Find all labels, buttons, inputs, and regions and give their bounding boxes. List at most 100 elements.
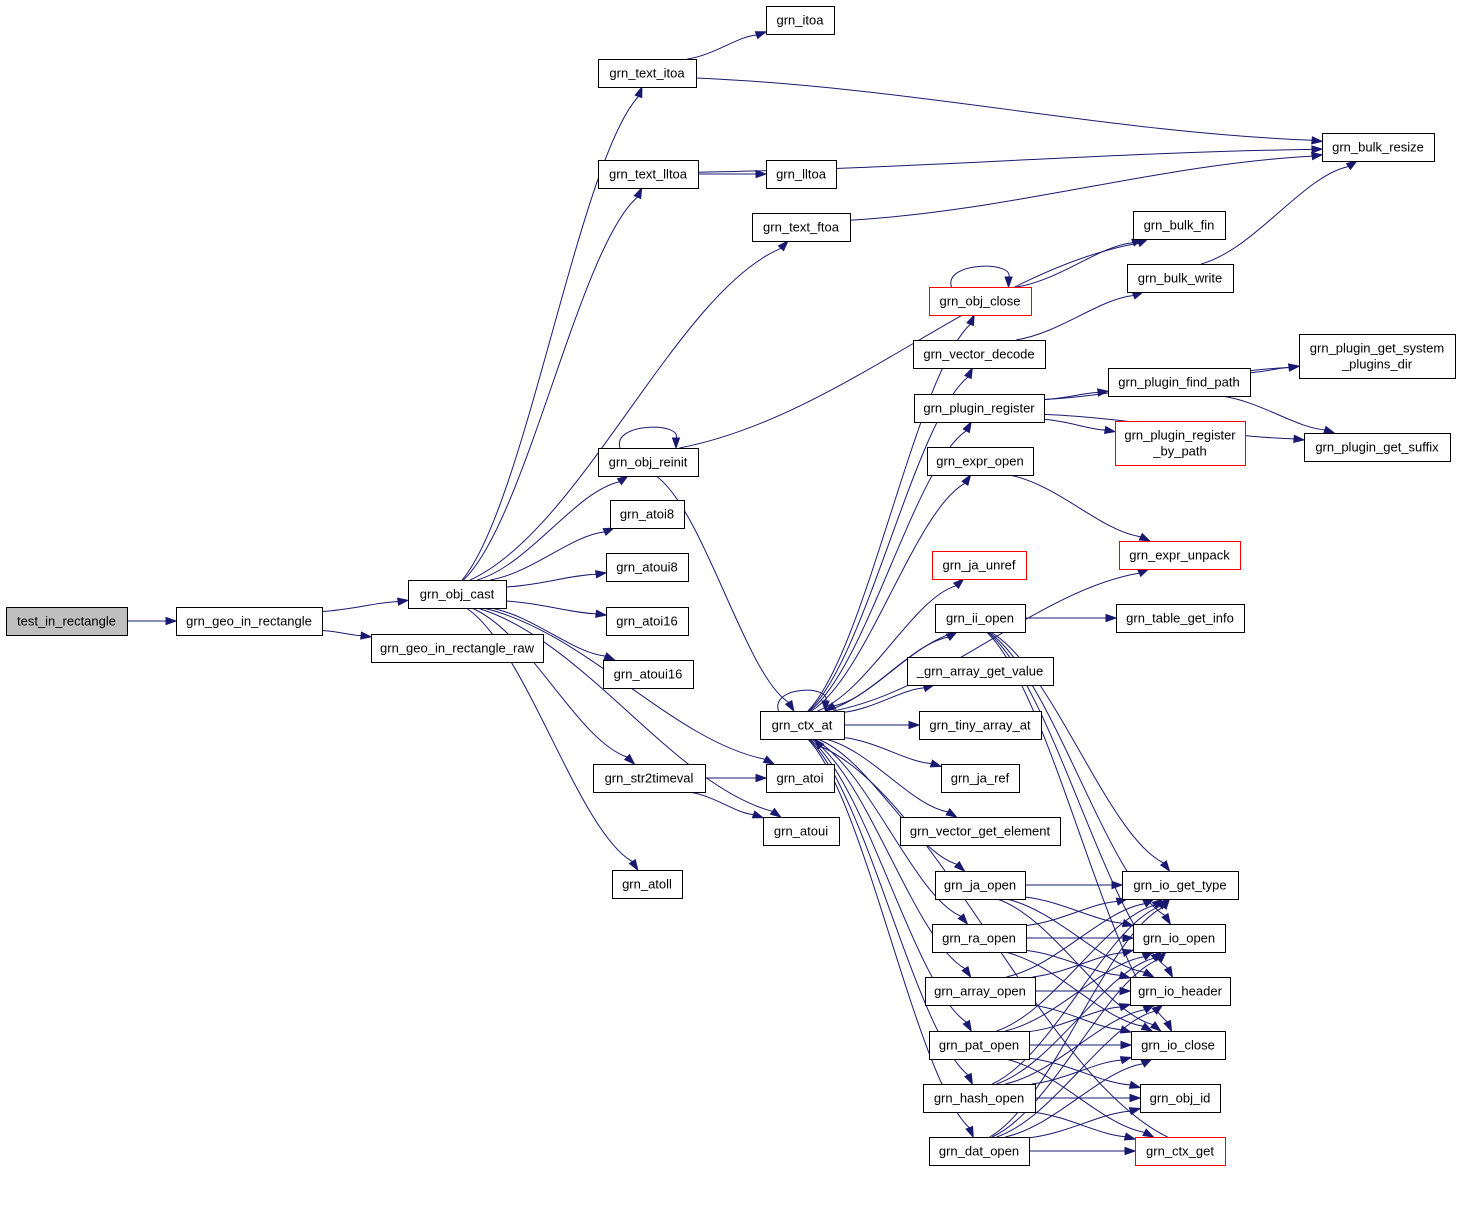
- node-grn_pat_open[interactable]: grn_pat_open: [929, 1031, 1030, 1060]
- node-grn_ja_unref[interactable]: grn_ja_unref: [932, 551, 1027, 580]
- node-box[interactable]: [603, 660, 694, 689]
- node-grn_obj_cast[interactable]: grn_obj_cast: [408, 580, 507, 609]
- node-grn_io_header[interactable]: grn_io_header: [1130, 977, 1231, 1006]
- node-box[interactable]: [927, 447, 1034, 476]
- node-box[interactable]: [176, 607, 323, 636]
- node-box[interactable]: [1133, 211, 1226, 240]
- node-box[interactable]: [913, 340, 1046, 369]
- node-box[interactable]: [941, 764, 1020, 793]
- node-box[interactable]: [929, 1031, 1030, 1060]
- node-grn_expr_open[interactable]: grn_expr_open: [927, 447, 1034, 476]
- node-box[interactable]: [766, 160, 837, 189]
- node-box[interactable]: [1130, 977, 1231, 1006]
- node-grn_geo_in_rectangle[interactable]: grn_geo_in_rectangle: [176, 607, 323, 636]
- node-box[interactable]: [1115, 421, 1246, 466]
- node-grn_obj_reinit[interactable]: grn_obj_reinit: [598, 448, 699, 477]
- node-grn_atoui16[interactable]: grn_atoui16: [603, 660, 694, 689]
- node-box[interactable]: [606, 607, 689, 636]
- node-grn_atoui8[interactable]: grn_atoui8: [606, 553, 689, 582]
- node-box[interactable]: [1108, 368, 1251, 397]
- node-box[interactable]: [371, 634, 544, 663]
- node-box[interactable]: [1322, 133, 1435, 162]
- node-grn_ii_open[interactable]: grn_ii_open: [935, 604, 1026, 633]
- node-grn_tiny_array_at[interactable]: grn_tiny_array_at: [919, 711, 1042, 740]
- node-box[interactable]: [593, 764, 706, 793]
- node-grn_plugin_get_suffix[interactable]: grn_plugin_get_suffix: [1304, 433, 1451, 462]
- node-box[interactable]: [1131, 1031, 1226, 1060]
- node-_grn_array_get_value[interactable]: _grn_array_get_value: [907, 657, 1054, 686]
- node-grn_atoi16[interactable]: grn_atoi16: [606, 607, 689, 636]
- node-grn_array_open[interactable]: grn_array_open: [925, 977, 1036, 1006]
- node-grn_plugin_register[interactable]: grn_plugin_register: [914, 394, 1045, 423]
- node-box[interactable]: [6, 607, 128, 636]
- node-box[interactable]: [752, 213, 851, 242]
- node-grn_plugin_register_by_path[interactable]: grn_plugin_register_by_path: [1115, 421, 1246, 466]
- node-box[interactable]: [929, 287, 1032, 316]
- node-grn_io_close[interactable]: grn_io_close: [1131, 1031, 1226, 1060]
- node-box[interactable]: [919, 711, 1042, 740]
- node-box[interactable]: [408, 580, 507, 609]
- node-box[interactable]: [1140, 1084, 1221, 1113]
- node-grn_io_open[interactable]: grn_io_open: [1133, 924, 1226, 953]
- node-grn_ctx_at[interactable]: grn_ctx_at: [760, 711, 845, 740]
- node-box[interactable]: [1133, 924, 1226, 953]
- node-box[interactable]: [612, 870, 683, 899]
- node-grn_plugin_get_system_plugins_dir[interactable]: grn_plugin_get_system_plugins_dir: [1299, 334, 1456, 379]
- node-grn_ja_open[interactable]: grn_ja_open: [935, 871, 1026, 900]
- node-grn_expr_unpack[interactable]: grn_expr_unpack: [1119, 541, 1241, 570]
- node-box[interactable]: [1304, 433, 1451, 462]
- node-box[interactable]: [925, 977, 1036, 1006]
- node-box[interactable]: [1116, 604, 1245, 633]
- node-grn_bulk_resize[interactable]: grn_bulk_resize: [1322, 133, 1435, 162]
- node-grn_vector_decode[interactable]: grn_vector_decode: [913, 340, 1046, 369]
- node-grn_dat_open[interactable]: grn_dat_open: [929, 1137, 1030, 1166]
- node-box[interactable]: [932, 924, 1027, 953]
- node-grn_obj_close[interactable]: grn_obj_close: [929, 287, 1032, 316]
- node-grn_atoll[interactable]: grn_atoll: [612, 870, 683, 899]
- node-grn_text_itoa[interactable]: grn_text_itoa: [598, 59, 697, 88]
- node-box[interactable]: [766, 764, 835, 793]
- node-box[interactable]: [610, 500, 685, 529]
- node-box[interactable]: [935, 604, 1026, 633]
- node-box[interactable]: [1122, 871, 1239, 900]
- node-box[interactable]: [1127, 264, 1234, 293]
- node-box[interactable]: [598, 160, 699, 189]
- node-grn_str2timeval[interactable]: grn_str2timeval: [593, 764, 706, 793]
- node-grn_text_ftoa[interactable]: grn_text_ftoa: [752, 213, 851, 242]
- node-box[interactable]: [907, 657, 1054, 686]
- node-box[interactable]: [914, 394, 1045, 423]
- node-grn_bulk_fin[interactable]: grn_bulk_fin: [1133, 211, 1226, 240]
- node-grn_geo_in_rectangle_raw[interactable]: grn_geo_in_rectangle_raw: [371, 634, 544, 663]
- node-box[interactable]: [923, 1084, 1036, 1113]
- node-box[interactable]: [900, 817, 1061, 846]
- node-box[interactable]: [1119, 541, 1241, 570]
- node-grn_io_get_type[interactable]: grn_io_get_type: [1122, 871, 1239, 900]
- node-grn_obj_id[interactable]: grn_obj_id: [1140, 1084, 1221, 1113]
- node-grn_vector_get_element[interactable]: grn_vector_get_element: [900, 817, 1061, 846]
- node-box[interactable]: [766, 6, 835, 35]
- node-box[interactable]: [598, 448, 699, 477]
- node-box[interactable]: [929, 1137, 1030, 1166]
- node-test_in_rectangle[interactable]: test_in_rectangle: [6, 607, 128, 636]
- node-box[interactable]: [932, 551, 1027, 580]
- node-grn_itoa[interactable]: grn_itoa: [766, 6, 835, 35]
- node-grn_hash_open[interactable]: grn_hash_open: [923, 1084, 1036, 1113]
- node-grn_atoui[interactable]: grn_atoui: [763, 817, 840, 846]
- node-box[interactable]: [606, 553, 689, 582]
- node-box[interactable]: [760, 711, 845, 740]
- node-grn_ra_open[interactable]: grn_ra_open: [932, 924, 1027, 953]
- node-box[interactable]: [1299, 334, 1456, 379]
- node-grn_bulk_write[interactable]: grn_bulk_write: [1127, 264, 1234, 293]
- node-box[interactable]: [1135, 1137, 1226, 1166]
- node-box[interactable]: [935, 871, 1026, 900]
- node-grn_table_get_info[interactable]: grn_table_get_info: [1116, 604, 1245, 633]
- node-grn_text_lltoa[interactable]: grn_text_lltoa: [598, 160, 699, 189]
- node-grn_ctx_get[interactable]: grn_ctx_get: [1135, 1137, 1226, 1166]
- node-grn_atoi[interactable]: grn_atoi: [766, 764, 835, 793]
- node-grn_lltoa[interactable]: grn_lltoa: [766, 160, 837, 189]
- node-box[interactable]: [598, 59, 697, 88]
- node-grn_atoi8[interactable]: grn_atoi8: [610, 500, 685, 529]
- node-box[interactable]: [763, 817, 840, 846]
- node-grn_plugin_find_path[interactable]: grn_plugin_find_path: [1108, 368, 1251, 397]
- node-grn_ja_ref[interactable]: grn_ja_ref: [941, 764, 1020, 793]
